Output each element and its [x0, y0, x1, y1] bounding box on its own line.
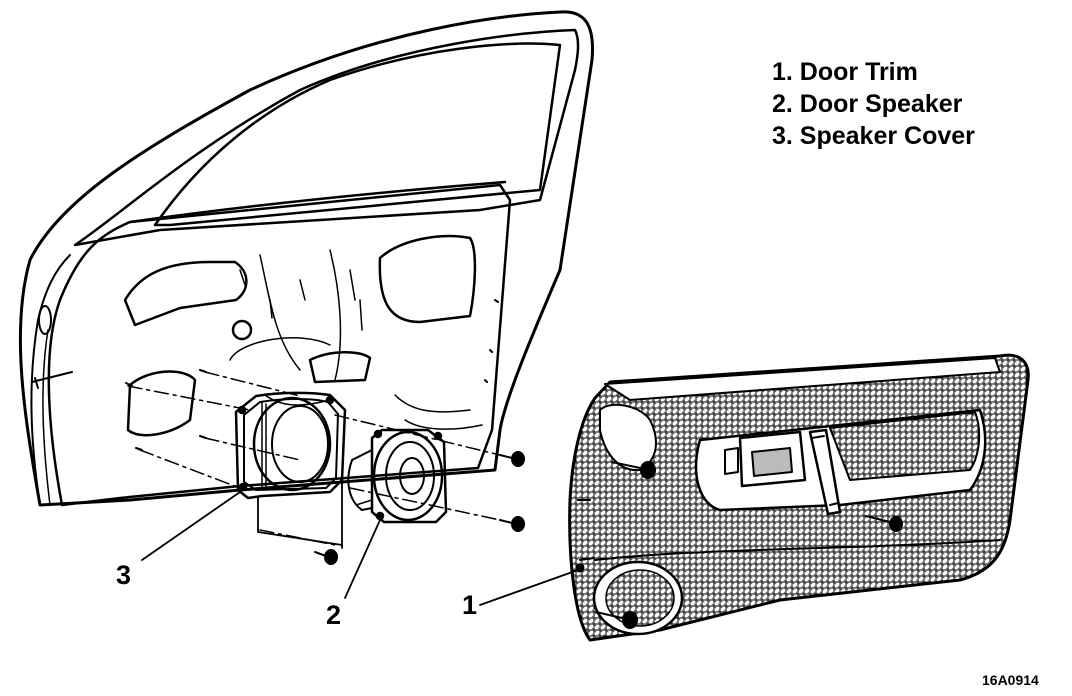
door-trim	[568, 353, 1030, 642]
callout-door-trim: 1	[462, 590, 478, 620]
trim-screws	[595, 461, 903, 629]
door-shell	[18, 10, 595, 507]
legend-item-door-speaker: 2. Door Speaker	[772, 90, 963, 118]
speaker-screws	[314, 451, 525, 565]
callout-door-speaker: 2	[326, 600, 342, 630]
legend-item-speaker-cover: 3. Speaker Cover	[772, 122, 975, 150]
figure-id: 16A0914	[982, 672, 1039, 688]
door-inner-cutouts	[123, 234, 499, 437]
legend-item-door-trim: 1. Door Trim	[772, 58, 918, 86]
parts-legend: 1. Door Trim 2. Door Speaker 3. Speaker …	[772, 56, 975, 152]
door-mount-holes	[125, 369, 207, 451]
callout-leaders	[141, 491, 579, 606]
door-speaker	[347, 428, 448, 524]
callout-speaker-cover: 3	[116, 560, 132, 590]
speaker-cover	[234, 391, 347, 500]
speaker-cover-bracket	[257, 479, 343, 549]
